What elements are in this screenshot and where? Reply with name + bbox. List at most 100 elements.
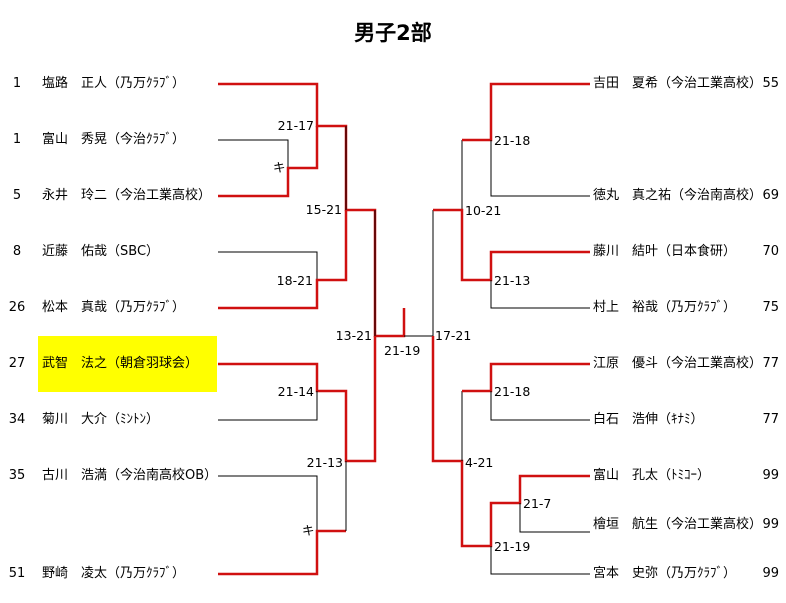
seed-number: 8	[12, 244, 22, 259]
player-club: （乃万ｸﾗﾌﾞ）	[658, 566, 737, 581]
player-name: 野崎 凌太	[42, 566, 108, 581]
seed-number: 1	[12, 76, 22, 91]
seed-number: 34	[8, 412, 26, 427]
seed-number: 26	[8, 300, 26, 315]
bracket-line	[462, 82, 590, 142]
seed-number: 77	[762, 356, 779, 371]
player-name: 松本 真哉	[42, 300, 108, 315]
match-score: 21-7	[523, 496, 552, 511]
bracket-line	[431, 336, 590, 548]
player-entry: 徳丸 真之祐（今治南高校）	[593, 188, 762, 204]
player-entry: 永井 玲二（今治工業高校）	[42, 188, 211, 204]
player-entry: 野崎 凌太（乃万ｸﾗﾌﾞ）	[42, 566, 185, 582]
player-entry: 村上 裕哉（乃万ｸﾗﾌﾞ）	[593, 300, 736, 316]
seed-number: 75	[762, 300, 779, 315]
bracket-line	[218, 336, 377, 463]
seed-number: 35	[8, 468, 26, 483]
match-score: 15-21	[305, 202, 342, 217]
player-name: 檜垣 航生	[593, 517, 659, 532]
seed-number: 27	[8, 356, 26, 371]
bracket-line	[404, 210, 434, 337]
match-score: 21-13	[494, 273, 531, 288]
player-club: （乃万ｸﾗﾌﾞ）	[658, 300, 737, 315]
match-score: 21-14	[277, 384, 314, 399]
match-score: 17-21	[435, 328, 472, 343]
match-score: 21-19	[494, 539, 531, 554]
player-name: 菊川 大介	[42, 412, 108, 427]
player-name: 江原 優斗	[593, 356, 659, 371]
seed-number: 69	[762, 188, 779, 203]
bracket-line	[218, 139, 289, 168]
bracket-line	[490, 280, 590, 309]
page-title: 男子2部	[354, 21, 432, 45]
bracket-line	[490, 391, 590, 421]
seed-number: 70	[762, 244, 779, 259]
match-score: 21-18	[494, 133, 531, 148]
walkover-mark: キ	[302, 523, 315, 538]
match-score: 13-21	[335, 328, 372, 343]
champion-entry: 武智 法之（朝倉羽球会）	[42, 356, 198, 372]
player-entry: 宮本 史弥（乃万ｸﾗﾌﾞ）	[593, 566, 736, 582]
player-entry: 白石 浩伸（ｷﾅﾐ）	[593, 412, 704, 428]
player-entry: 菊川 大介（ﾐﾝﾄﾝ）	[42, 412, 159, 428]
player-club: （今治南高校）	[671, 188, 763, 203]
walkover-mark: キ	[273, 160, 286, 175]
player-club: （日本食研）	[658, 244, 737, 259]
player-entry: 松本 真哉（乃万ｸﾗﾌﾞ）	[42, 300, 185, 316]
player-club: （ｷﾅﾐ）	[658, 412, 704, 427]
player-name: 藤川 結叶	[593, 244, 659, 259]
seed-number: 99	[762, 566, 779, 581]
player-name: 古川 浩満	[42, 468, 108, 483]
bracket-line	[433, 140, 463, 211]
player-name: 白石 浩伸	[593, 412, 659, 427]
player-club: （今治ｸﾗﾌﾞ）	[107, 132, 186, 147]
seed-number: 51	[8, 566, 26, 581]
bracket-line	[218, 251, 318, 280]
bracket-line	[218, 126, 319, 198]
player-club: （SBC）	[107, 244, 160, 259]
match-score: 10-21	[465, 203, 502, 218]
player-entry: 塩路 正人（乃万ｸﾗﾌﾞ）	[42, 76, 185, 92]
player-club: （今治工業高校）	[658, 76, 763, 91]
seed-number: 99	[762, 517, 779, 532]
player-name: 近藤 佑哉	[42, 244, 108, 259]
player-name: 塩路 正人	[42, 76, 108, 91]
player-name: 武智 法之	[42, 356, 108, 371]
player-club: （今治工業高校）	[107, 188, 212, 203]
player-name: 永井 玲二	[42, 188, 108, 203]
bracket-line	[490, 140, 590, 197]
player-club: （乃万ｸﾗﾌﾞ）	[107, 300, 186, 315]
player-club: （今治工業高校）	[658, 356, 763, 371]
player-name: 宮本 史弥	[593, 566, 659, 581]
player-club: （乃万ｸﾗﾌﾞ）	[107, 566, 186, 581]
seed-number: 55	[762, 76, 779, 91]
match-score: 21-18	[494, 384, 531, 399]
player-entry: 古川 浩満（今治南高校OB）	[42, 468, 217, 484]
champion-highlight	[38, 336, 217, 392]
player-club: （ﾄﾐｺｰ）	[658, 468, 711, 483]
bracket-line	[519, 503, 590, 533]
bracket-line	[218, 529, 346, 576]
match-score: 18-21	[276, 273, 313, 288]
bracket-line	[218, 475, 318, 531]
bracket-line	[218, 210, 348, 310]
player-entry: 江原 優斗（今治工業高校）	[593, 356, 762, 372]
player-name: 富山 秀晃	[42, 132, 108, 147]
player-entry: 檜垣 航生（今治工業高校）	[593, 517, 762, 533]
match-score: 4-21	[465, 455, 494, 470]
bracket-line	[490, 546, 590, 575]
player-club: （乃万ｸﾗﾌﾞ）	[107, 76, 186, 91]
player-club: （今治工業高校）	[658, 517, 763, 532]
match-score: 21-13	[306, 455, 343, 470]
seed-number: 5	[12, 188, 22, 203]
player-name: 富山 孔太	[593, 468, 659, 483]
bracket-line	[218, 391, 318, 421]
player-club: （朝倉羽球会）	[107, 356, 199, 371]
player-name: 徳丸 真之祐	[593, 188, 672, 203]
seed-number: 1	[12, 132, 22, 147]
player-entry: 吉田 夏希（今治工業高校）	[593, 76, 762, 92]
player-entry: 近藤 佑哉（SBC）	[42, 244, 159, 260]
player-entry: 富山 秀晃（今治ｸﾗﾌﾞ）	[42, 132, 185, 148]
match-score: 21-17	[277, 118, 314, 133]
